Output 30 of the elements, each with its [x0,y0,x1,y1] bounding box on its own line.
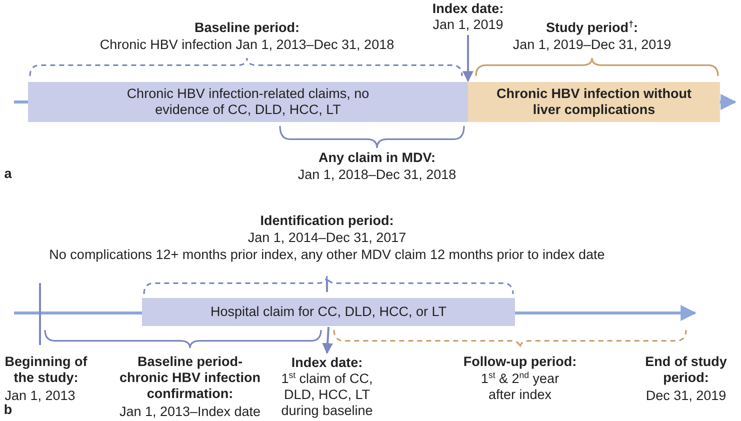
bar-text: Chronic HBV infection without liver complications [496,86,692,118]
panel-letter: b [2,402,14,418]
period-text: Jan 1, 2019–Dec 31, 2019 [512,37,672,53]
bar-text: Hospital claim for CC, DLD, HCC, or LT [210,304,447,320]
period-text: Jan 1, 2018–Dec 31, 2018 [296,167,458,183]
period-heading: Identification period: [259,213,395,229]
date-text: Jan 1, 2013 [4,388,76,404]
period-heading: Any claim in MDV: [317,150,437,166]
date-heading: Beginning of the study: [4,354,88,386]
arrow [322,326,334,354]
date-heading: End of study period: [644,354,728,386]
period-note: No complications 12+ months prior index, any other MDV claim 12 months prior to index date [48,247,606,263]
period-text: 1$^{st}$ & 2$^{nd}$ year after index [480,371,560,403]
period-bar [28,82,468,122]
period-bar [468,82,720,122]
date-text: Jan 1, 2019 [432,17,504,33]
date-heading: Index date: [291,355,363,371]
period-heading: Follow-up period: [462,354,578,370]
arrow [462,35,474,82]
period-text: Chronic HBV infection Jan 1, 2013–Dec 31, 2018 [98,37,396,53]
date-text: 1$^{st}$ claim of CC, DLD, HCC, LT during baseline [280,371,374,419]
panel-letter: a [3,166,13,182]
bar-text: Chronic HBV infection-related claims, no evidence of CC, DLD, HCC, LT [126,86,370,118]
period-bar [142,298,515,326]
period-text: Jan 1, 2014–Dec 31, 2017 [246,230,408,246]
date-text: Dec 31, 2019 [644,388,728,404]
period-text: Jan 1, 2013–Index date [118,404,262,420]
date-heading: Index date: [432,1,504,17]
period-heading: Baseline period- chronic HBV infection confirmation: [118,354,262,402]
period-heading: Baseline period: [193,20,301,36]
